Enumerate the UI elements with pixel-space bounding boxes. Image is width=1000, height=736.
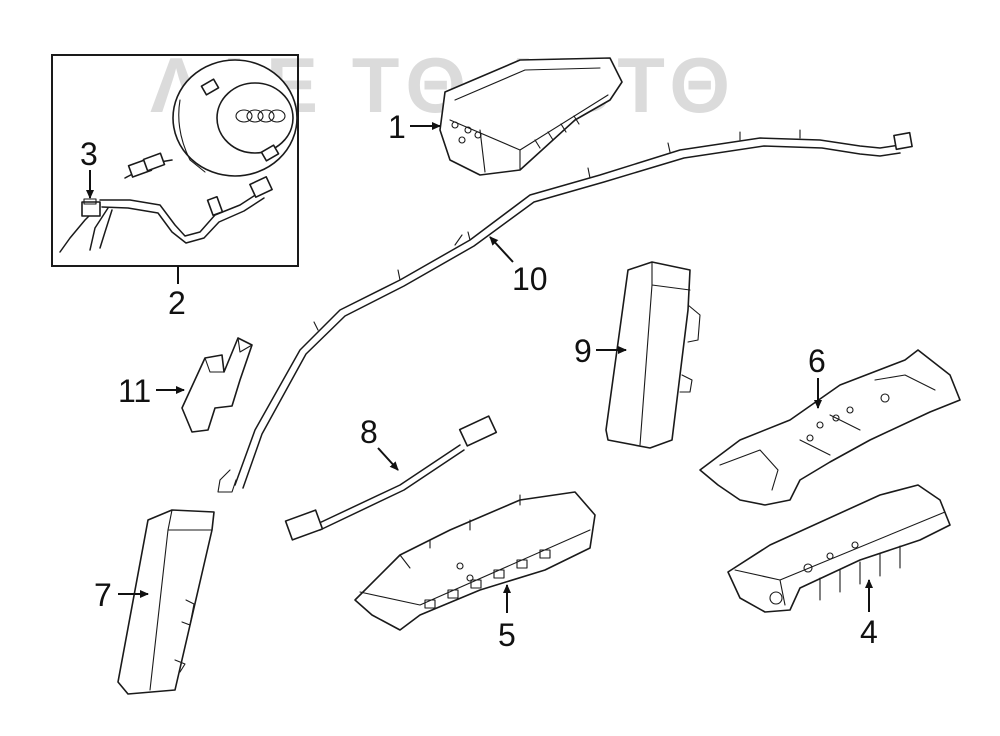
- part-7-side-airbag: [117, 509, 215, 695]
- callout-3: 3: [80, 136, 98, 172]
- callout-4: 4: [860, 614, 878, 650]
- callout-9: 9: [574, 333, 592, 369]
- callout-6: 6: [808, 343, 826, 379]
- callout-1: 1: [388, 109, 406, 145]
- callout-11: 11: [118, 373, 151, 409]
- leader-lines: [86, 122, 873, 613]
- callout-labels: 1 2 3 4 5 6 7 8 9 10 11: [80, 109, 878, 653]
- part-11-bracket: [181, 337, 253, 433]
- callout-5: 5: [498, 617, 516, 653]
- leader-10: [489, 236, 514, 263]
- callout-7: 7: [94, 577, 112, 613]
- part-8-wire-harness: [284, 415, 498, 541]
- part-6-airbag-module: [699, 349, 961, 506]
- part-10-curtain-airbag: [217, 129, 913, 493]
- part-5-knee-airbag: [354, 491, 596, 631]
- part-4-airbag-module: [727, 484, 951, 613]
- leader-8: [377, 447, 399, 471]
- part-9-side-airbag: [605, 261, 701, 449]
- part-1-passenger-airbag: [439, 57, 623, 176]
- callout-8: 8: [360, 414, 378, 450]
- detail-box-steering-airbag: [51, 54, 299, 267]
- callout-2: 2: [168, 285, 186, 321]
- callout-10: 10: [512, 261, 548, 297]
